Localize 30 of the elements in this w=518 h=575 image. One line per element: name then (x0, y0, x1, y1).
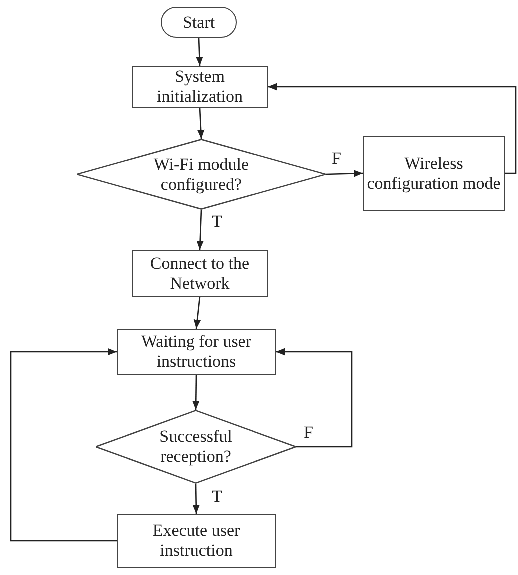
node-text: Start (182, 12, 216, 32)
node-text: Wireless configuration mode (366, 154, 502, 194)
arrow (192, 375, 200, 410)
arrow (196, 210, 204, 250)
edge-label: T (211, 488, 224, 505)
start-terminal (161, 7, 237, 38)
arrow (192, 484, 200, 514)
arrow (276, 348, 353, 448)
process-box (117, 329, 276, 375)
decision-diamond (77, 139, 326, 210)
node-text: Execute user instruction (152, 521, 242, 561)
process-box (363, 136, 505, 211)
edge-label: F (331, 150, 342, 167)
arrow (197, 108, 205, 140)
edge-label: F (303, 424, 314, 441)
process-box (117, 514, 276, 568)
node-text: Connect to the Network (149, 254, 251, 294)
node-text: Wi-Fi module configured? (152, 154, 250, 194)
arrow (268, 83, 517, 174)
arrow (194, 296, 202, 330)
node-text: System initialization (156, 67, 244, 107)
arrow (326, 170, 364, 178)
arrow (10, 348, 117, 542)
decision-diamond (96, 410, 296, 484)
arrow (196, 38, 204, 66)
process-box (132, 250, 268, 297)
node-text: Waiting for user instructions (140, 332, 253, 372)
edge-label: T (211, 213, 224, 230)
process-box (132, 66, 268, 108)
node-text: Successful reception? (158, 427, 234, 467)
